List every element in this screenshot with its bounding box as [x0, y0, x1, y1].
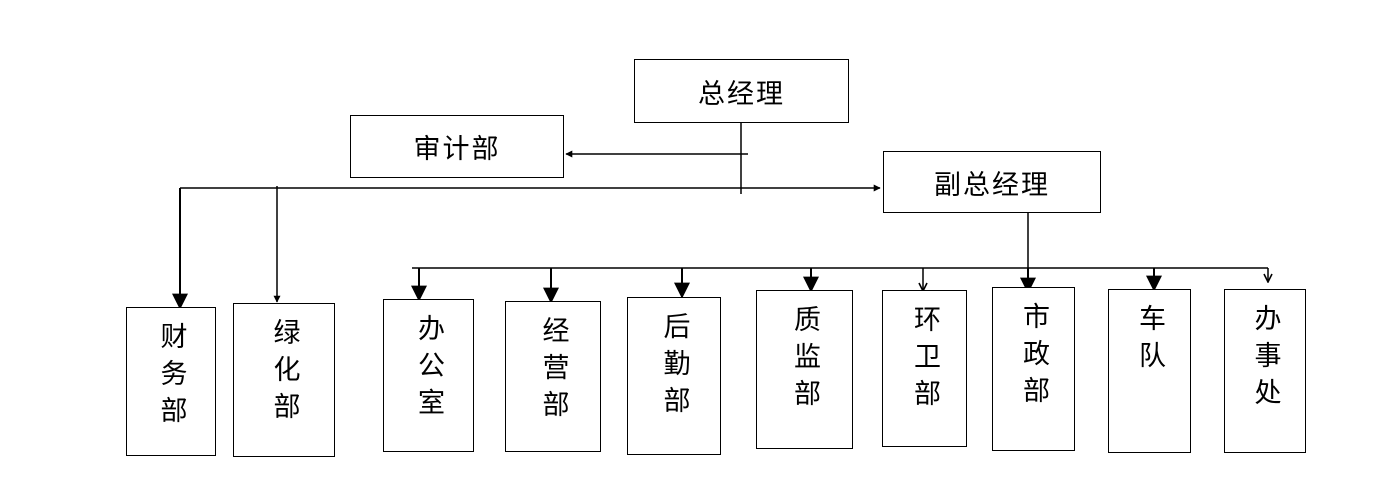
- office-label: 办公室: [413, 314, 444, 425]
- operations-box: 经营部: [505, 301, 601, 452]
- fleet-label: 车队: [1134, 304, 1165, 378]
- audit-label: 审计部: [413, 134, 501, 165]
- operations-label: 经营部: [537, 316, 569, 427]
- fleet-box: 车队: [1108, 289, 1191, 453]
- branch-office-label: 办事处: [1249, 304, 1281, 415]
- finance-label: 财务部: [155, 322, 187, 433]
- audit-box: 审计部: [350, 115, 564, 178]
- finance-box: 财务部: [126, 307, 216, 456]
- office-box: 办公室: [383, 299, 474, 452]
- greening-box: 绿化部: [233, 303, 335, 457]
- branch-office-box: 办事处: [1224, 289, 1306, 453]
- deputy-label: 副总经理: [934, 169, 1050, 201]
- quality-box: 质监部: [756, 290, 853, 449]
- general-manager-label: 总经理: [698, 78, 785, 110]
- quality-label: 质监部: [789, 305, 820, 416]
- logistics-label: 后勤部: [658, 312, 690, 423]
- municipal-label: 市政部: [1018, 302, 1049, 413]
- sanitation-box: 环卫部: [882, 290, 967, 447]
- logistics-box: 后勤部: [627, 297, 721, 455]
- municipal-box: 市政部: [992, 287, 1075, 451]
- deputy-box: 副总经理: [883, 151, 1101, 213]
- greening-label: 绿化部: [268, 318, 300, 429]
- sanitation-label: 环卫部: [909, 305, 940, 416]
- general-manager-box: 总经理: [634, 59, 849, 123]
